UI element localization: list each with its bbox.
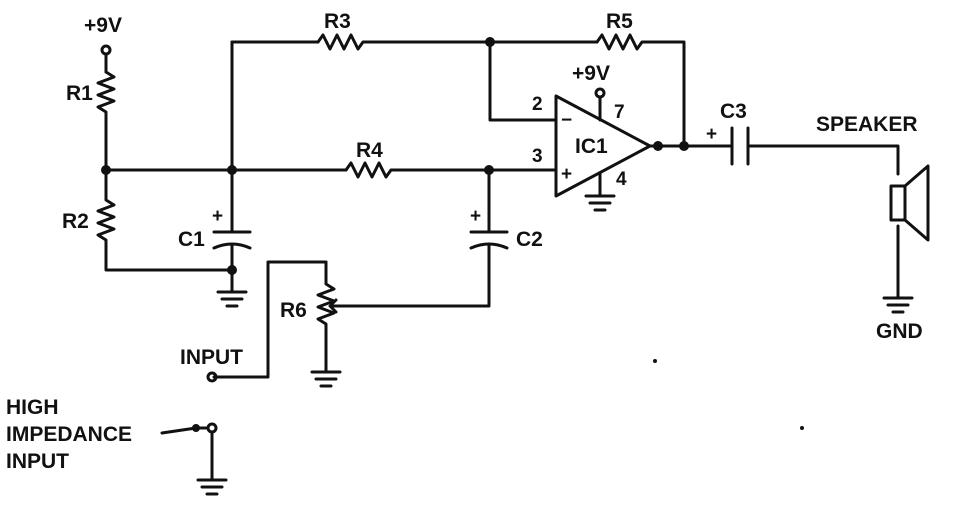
potentiometer-r6	[316, 260, 336, 374]
junction-dot	[484, 165, 494, 175]
op-amp-minus-sign: −	[561, 110, 572, 131]
ground-symbol-c1	[216, 290, 248, 308]
label-r3: R3	[324, 10, 351, 33]
junction-dot	[192, 424, 200, 432]
resistor-r4	[344, 161, 558, 179]
junction-dot	[227, 165, 237, 175]
resistor-r5	[595, 33, 686, 148]
stray-mark	[653, 359, 657, 363]
op-amp-plus-sign: +	[561, 164, 572, 185]
label-pin2: 2	[532, 94, 543, 115]
polarity-plus-c1: +	[212, 206, 223, 227]
label-speaker: SPEAKER	[816, 113, 918, 136]
resistor-r3	[316, 33, 599, 51]
label-pin4: 4	[616, 169, 627, 190]
label-r6: R6	[280, 299, 307, 322]
label-r1: R1	[66, 82, 93, 105]
label-pin3: 3	[532, 146, 543, 167]
wire-c2-to-r6	[342, 243, 491, 308]
wire-speaker	[746, 144, 900, 300]
wire-inverting-input	[488, 40, 558, 122]
label-high-impedance-2: IMPEDANCE	[6, 423, 132, 446]
label-c2: C2	[516, 228, 543, 251]
ground-symbol-hi	[196, 478, 228, 496]
speaker-symbol	[889, 164, 930, 242]
supply-terminal-ic	[594, 87, 606, 99]
polarity-plus-c3: +	[706, 124, 717, 145]
stray-mark	[800, 426, 804, 430]
ground-symbol-ic	[584, 194, 616, 212]
label-c3: C3	[720, 100, 747, 123]
op-amp-ic1	[554, 94, 652, 198]
label-c1: C1	[178, 228, 205, 251]
resistor-r1	[96, 70, 116, 172]
label-ic-supply: +9V	[572, 62, 610, 85]
label-gnd: GND	[876, 320, 923, 343]
r6-wiper-arrow	[328, 298, 346, 314]
label-high-impedance-1: HIGH	[6, 396, 59, 419]
wire-input-to-r6	[212, 260, 328, 379]
polarity-plus-c2: +	[470, 206, 481, 227]
resistor-r2	[96, 168, 234, 272]
label-ic1: IC1	[575, 135, 608, 158]
label-pin7: 7	[614, 102, 625, 123]
junction-dot	[485, 37, 495, 47]
label-r2: R2	[62, 210, 89, 233]
label-r5: R5	[606, 10, 633, 33]
label-r4: R4	[356, 139, 383, 162]
junction-dot	[679, 141, 689, 151]
label-supply-top: +9V	[84, 14, 122, 37]
junction-dot	[227, 265, 237, 275]
junction-dot	[653, 141, 663, 151]
ground-symbol-r6	[310, 370, 342, 388]
supply-terminal-top	[100, 44, 112, 74]
label-high-impedance-3: INPUT	[6, 450, 69, 473]
label-input: INPUT	[180, 346, 243, 369]
input-terminal	[206, 371, 218, 383]
ground-symbol-speaker	[882, 296, 914, 314]
capacitor-c3	[730, 126, 750, 166]
junction-dot	[101, 165, 111, 175]
